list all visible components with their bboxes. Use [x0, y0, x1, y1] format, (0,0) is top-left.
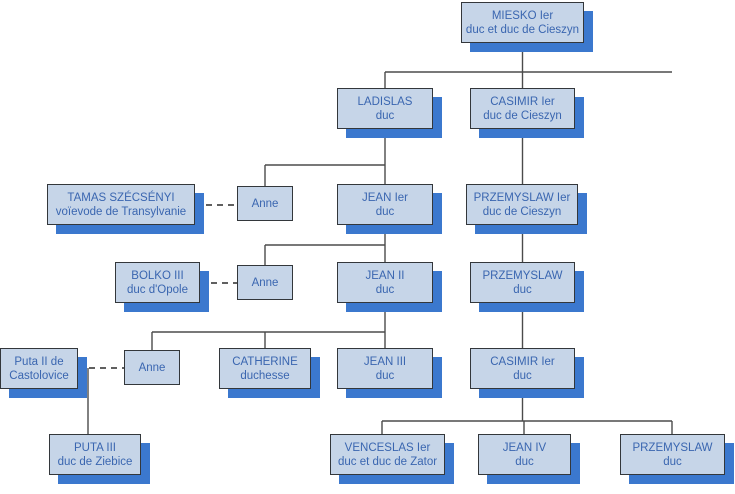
- person-name: JEAN II: [365, 269, 405, 282]
- person-name: LADISLAS: [357, 95, 413, 108]
- person-title: duc: [663, 455, 682, 468]
- person-title: duc: [375, 369, 395, 382]
- person-name: PRZEMYSLAW Ier: [473, 191, 571, 204]
- person-name: JEAN IV: [502, 441, 547, 454]
- person-name: CATHERINE: [232, 355, 298, 368]
- person-title: duc de Cieszyn: [482, 205, 562, 218]
- person-title: duc de Ziebice: [57, 455, 133, 468]
- person-title: duc: [375, 283, 395, 296]
- dashed-connector-group: [78, 204, 237, 369]
- person-title: duc et duc de Cieszyn: [465, 23, 580, 36]
- person-box-anne1[interactable]: Anne: [237, 186, 293, 221]
- person-name: PUTA III: [74, 441, 116, 454]
- person-name: JEAN III: [363, 355, 407, 368]
- person-name: BOLKO III: [131, 269, 184, 282]
- person-name: JEAN Ier: [361, 191, 408, 204]
- person-name: MIESKO Ier: [491, 9, 554, 22]
- person-name: CASIMIR Ier: [490, 355, 555, 368]
- person-name: Anne: [251, 276, 279, 289]
- person-title: duc: [513, 283, 532, 296]
- person-name: TAMAS SZÉCSÉNYI: [67, 191, 175, 204]
- person-title: voïevode de Transylvanie: [55, 205, 187, 218]
- person-name: PRZEMYSLAW: [632, 441, 713, 454]
- person-name: PRZEMYSLAW: [482, 269, 563, 282]
- solid-connector-group: [87, 43, 673, 434]
- person-name: VENCESLAS Ier: [344, 441, 431, 454]
- person-box-anne2[interactable]: Anne: [237, 265, 293, 300]
- person-name: Puta II de: [14, 355, 64, 368]
- person-title: duc: [375, 109, 395, 122]
- person-title: duc: [375, 205, 395, 218]
- person-title: duc: [515, 455, 534, 468]
- person-title: duc d'Opole: [126, 283, 188, 296]
- person-title: duc et duc de Zator: [337, 455, 438, 468]
- person-title: duchesse: [240, 369, 290, 382]
- person-name: Anne: [251, 197, 279, 210]
- person-title: duc: [513, 369, 532, 382]
- person-title: duc de Cieszyn: [483, 109, 562, 122]
- person-title: Castolovice: [9, 369, 69, 382]
- person-box-anne3[interactable]: Anne: [124, 350, 180, 385]
- person-name: Anne: [138, 361, 166, 374]
- person-name: CASIMIR Ier: [490, 95, 555, 108]
